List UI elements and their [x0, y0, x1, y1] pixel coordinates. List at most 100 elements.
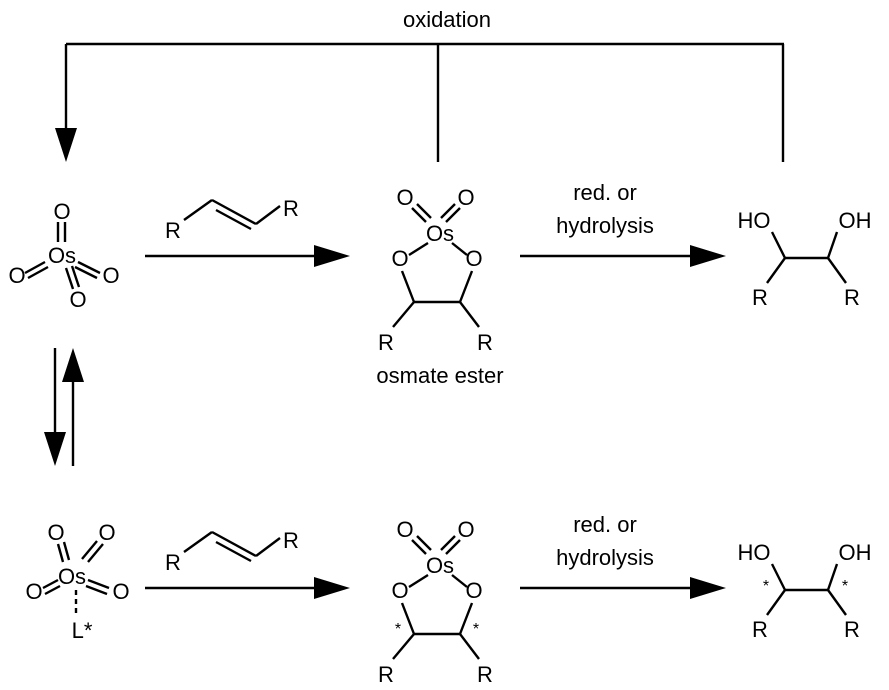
chiral-osmium-complex: Os O O O O L*	[25, 520, 129, 643]
o-atom: O	[102, 263, 119, 288]
equilibrium-down-arrowhead	[44, 432, 66, 466]
single-bond	[766, 589, 786, 616]
double-bond	[416, 535, 432, 551]
single-bond	[459, 633, 480, 660]
double-bond	[445, 207, 461, 223]
r-group: R	[477, 330, 493, 355]
double-bond	[62, 541, 71, 561]
single-bond	[826, 563, 839, 591]
double-bond	[87, 578, 110, 590]
chiral-osmate-ester: Os O O O O R R * *	[378, 517, 493, 687]
os-atom: Os	[58, 564, 86, 589]
oxidation-loop: oxidation	[55, 7, 785, 162]
double-bond	[87, 543, 104, 563]
double-bond	[81, 540, 98, 560]
double-bond	[211, 198, 257, 226]
osmate-ester: Os O O O O R R	[378, 185, 493, 355]
double-bond	[24, 260, 46, 275]
loop-arrowhead-down	[55, 128, 77, 162]
hydroxyl-group: OH	[839, 208, 872, 233]
o-atom: O	[457, 517, 474, 542]
double-bond	[440, 203, 456, 219]
double-bond	[64, 267, 75, 290]
double-bond	[56, 543, 65, 563]
step-label: hydrolysis	[556, 545, 654, 570]
single-bond	[770, 563, 787, 591]
r-group: R	[283, 196, 299, 221]
r-group: R	[165, 218, 181, 243]
double-bond	[440, 535, 456, 551]
r-group: R	[378, 662, 394, 687]
double-bond	[215, 208, 252, 231]
diol-product: HO OH R R	[738, 208, 872, 310]
single-bond	[766, 257, 786, 284]
reaction-arrowhead	[690, 577, 726, 599]
r-group: R	[378, 330, 394, 355]
o-atom: O	[396, 517, 413, 542]
stereocenter-mark: *	[842, 578, 848, 595]
equilibrium-arrows	[44, 348, 84, 466]
r-group: R	[165, 550, 181, 575]
r-group: R	[752, 617, 768, 642]
alkene-reagent: R R	[165, 528, 299, 575]
o-atom: O	[53, 199, 70, 224]
single-bond	[458, 270, 474, 303]
r-group: R	[283, 528, 299, 553]
single-bond	[392, 633, 415, 660]
single-bond	[458, 602, 474, 635]
oxidation-label: oxidation	[403, 7, 491, 32]
r-group: R	[844, 285, 860, 310]
double-bond	[27, 265, 49, 280]
equilibrium-up-arrowhead	[62, 348, 84, 382]
o-atom: O	[391, 578, 408, 603]
reaction-arrowhead	[314, 245, 350, 267]
single-bond	[400, 270, 416, 303]
step-label: red. or	[573, 180, 637, 205]
osmate-ester-label: osmate ester	[376, 363, 503, 388]
single-bond	[770, 231, 787, 259]
double-bond	[44, 584, 61, 596]
o-atom: O	[25, 579, 42, 604]
double-bond	[445, 539, 461, 555]
double-bond	[70, 265, 81, 288]
o-atom: O	[396, 185, 413, 210]
step-label: hydrolysis	[556, 213, 654, 238]
step-label: red. or	[573, 512, 637, 537]
double-bond	[416, 203, 432, 219]
single-bond	[451, 574, 468, 588]
single-bond	[183, 199, 213, 221]
single-bond	[459, 301, 480, 328]
o-atom: O	[391, 246, 408, 271]
single-bond	[826, 231, 839, 259]
single-bond	[255, 537, 281, 557]
single-bond	[451, 242, 468, 256]
o-atom: O	[98, 520, 115, 545]
reaction-arrowhead	[314, 577, 350, 599]
double-bond	[85, 584, 108, 596]
os-atom: Os	[48, 243, 76, 268]
o-atom: O	[465, 578, 482, 603]
stereocenter-mark: *	[395, 621, 401, 638]
o-atom: O	[8, 263, 25, 288]
double-bond	[411, 207, 427, 223]
double-bond	[215, 540, 252, 563]
alkene-reagent: R R	[165, 196, 299, 243]
hydroxyl-group: HO	[738, 208, 771, 233]
double-bond	[74, 265, 98, 280]
single-bond	[827, 589, 847, 616]
single-bond	[183, 531, 213, 553]
single-bond	[400, 602, 416, 635]
osmium-tetroxide: Os O O O O	[8, 199, 119, 312]
hydroxyl-group: HO	[738, 540, 771, 565]
double-bond	[411, 539, 427, 555]
o-atom: O	[112, 579, 129, 604]
single-bond	[408, 241, 429, 257]
double-bond	[77, 260, 101, 275]
chiral-ligand: L*	[72, 618, 93, 643]
single-bond	[827, 257, 847, 284]
o-atom: O	[465, 246, 482, 271]
double-bond	[42, 578, 59, 590]
single-bond	[392, 301, 415, 328]
r-group: R	[752, 285, 768, 310]
